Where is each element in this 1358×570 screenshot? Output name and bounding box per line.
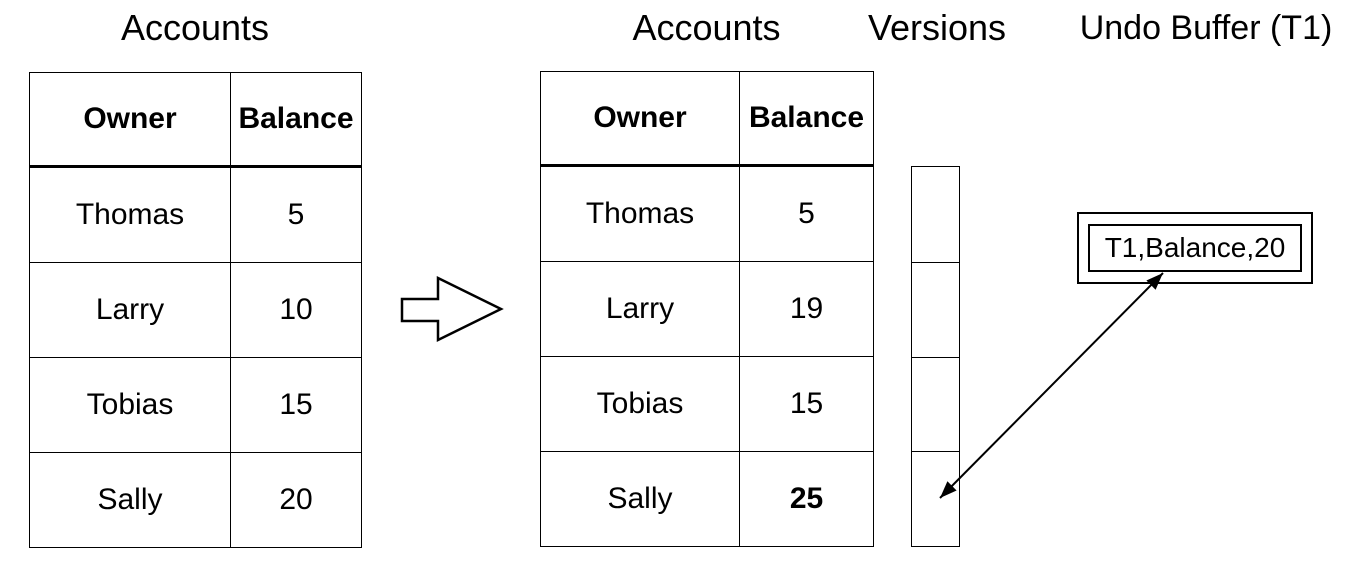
version-cell <box>912 167 959 262</box>
owner-cell: Thomas <box>29 166 231 263</box>
undo-buffer-box: T1,Balance,20 <box>1077 212 1313 284</box>
version-link-arrow-icon <box>939 272 1164 499</box>
before-table-title: Accounts <box>120 7 270 48</box>
table-row: Larry 10 <box>29 262 362 358</box>
table-row: Sally 20 <box>29 452 362 548</box>
balance-cell: 5 <box>230 166 362 263</box>
owner-cell: Tobias <box>29 357 231 453</box>
owner-cell: Tobias <box>540 356 740 452</box>
table-row: Tobias 15 <box>540 356 874 452</box>
after-accounts-table: Owner Balance Thomas 5 Larry 19 Tobias 1… <box>540 71 874 547</box>
table-row: Larry 19 <box>540 261 874 357</box>
owner-header: Owner <box>540 71 740 167</box>
owner-cell: Thomas <box>540 165 740 262</box>
after-table-title: Accounts <box>632 7 781 48</box>
balance-header: Balance <box>230 72 362 168</box>
table-header-row: Owner Balance <box>29 72 362 168</box>
balance-cell: 10 <box>230 262 362 358</box>
owner-cell: Larry <box>29 262 231 358</box>
owner-cell: Sally <box>29 452 231 548</box>
table-row: Tobias 15 <box>29 357 362 453</box>
version-cell <box>912 356 959 452</box>
table-header-row: Owner Balance <box>540 71 874 167</box>
before-accounts-table: Owner Balance Thomas 5 Larry 10 Tobias 1… <box>29 72 362 548</box>
table-row: Thomas 5 <box>29 166 362 263</box>
owner-header: Owner <box>29 72 231 168</box>
balance-cell-updated: 25 <box>739 451 874 547</box>
balance-cell: 15 <box>739 356 874 452</box>
table-row: Thomas 5 <box>540 165 874 262</box>
transition-arrow-icon <box>400 275 504 343</box>
undo-buffer-entry: T1,Balance,20 <box>1088 224 1302 272</box>
owner-cell: Larry <box>540 261 740 357</box>
versions-title: Versions <box>867 7 1007 48</box>
owner-cell: Sally <box>540 451 740 547</box>
version-cell <box>912 261 959 357</box>
version-cell <box>912 451 959 546</box>
balance-cell: 20 <box>230 452 362 548</box>
balance-cell: 5 <box>739 165 874 262</box>
table-row: Sally 25 <box>540 451 874 547</box>
versions-column <box>911 166 960 547</box>
undo-buffer-title: Undo Buffer (T1) <box>1079 9 1333 47</box>
balance-cell: 19 <box>739 261 874 357</box>
balance-cell: 15 <box>230 357 362 453</box>
undo-entry-text: T1,Balance,20 <box>1104 232 1286 263</box>
balance-header: Balance <box>739 71 874 167</box>
